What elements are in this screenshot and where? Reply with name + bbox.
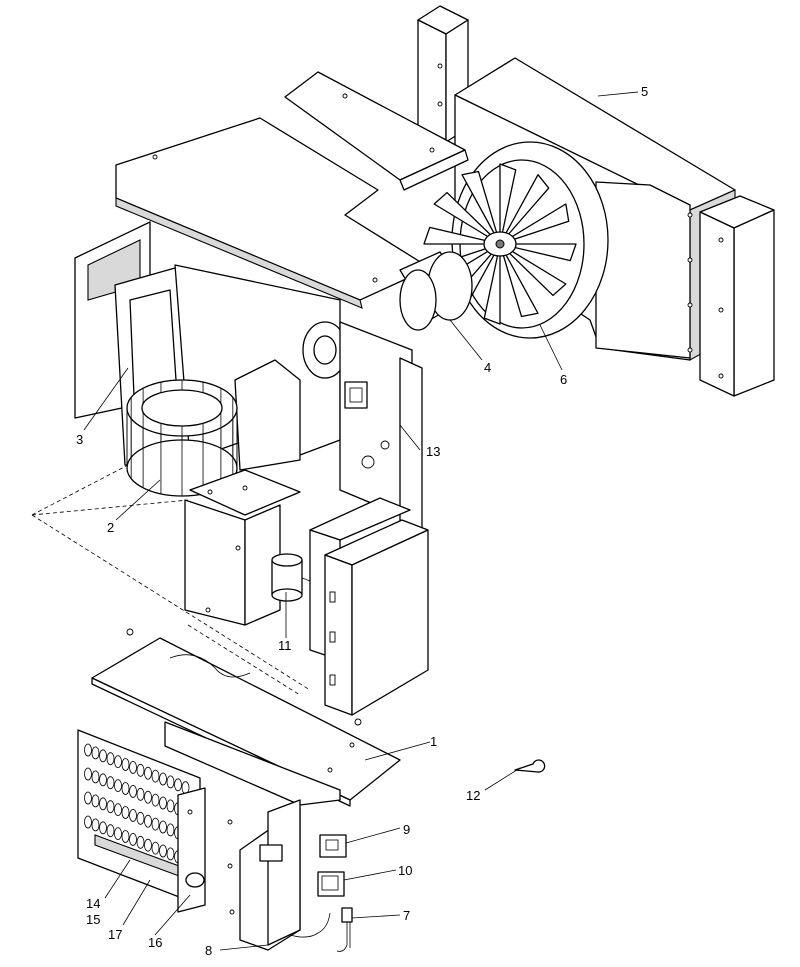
heater-coil-loop xyxy=(159,772,167,786)
heater-coil-loop xyxy=(159,820,167,834)
heater-coil-loop xyxy=(136,835,145,849)
callout-4: 4 xyxy=(484,360,491,375)
fan-blade-vane xyxy=(499,243,577,262)
heater-coil-loop xyxy=(121,830,130,843)
callout-9: 9 xyxy=(403,822,410,837)
heater-coil-loop xyxy=(129,761,137,774)
heater-coil-loop xyxy=(136,811,145,825)
heater-coil-loop xyxy=(129,809,137,822)
heater-coil-loop xyxy=(144,814,152,828)
callout-17: 17 xyxy=(108,927,122,942)
side-panel-right xyxy=(699,195,775,397)
fan-blade-vane xyxy=(499,203,570,245)
heater-coil-loop xyxy=(144,838,152,852)
base-pan xyxy=(91,628,401,807)
heater-coil-loop xyxy=(129,785,137,798)
drain-fitting xyxy=(514,759,546,773)
heater-coil-loop xyxy=(106,752,115,766)
heater-coil-loop xyxy=(121,758,130,771)
relay-10 xyxy=(317,871,345,897)
fan-blade-vane xyxy=(499,174,550,245)
heater-coil-loop xyxy=(159,796,167,810)
callout-10: 10 xyxy=(398,863,412,878)
callout-7: 7 xyxy=(403,908,410,923)
heater-coil-loop xyxy=(174,778,182,792)
heater-coil-loop xyxy=(84,743,92,757)
control-board xyxy=(227,799,331,951)
capacitor xyxy=(271,553,321,602)
callout-14: 14 xyxy=(86,896,100,911)
heater-coil-loop xyxy=(151,817,160,831)
heater-coil-loop xyxy=(166,847,175,861)
heater-coil-loop xyxy=(91,746,100,760)
heater-coil-loop xyxy=(106,776,115,790)
heater-coil-loop xyxy=(91,770,100,784)
top-cover xyxy=(115,71,469,309)
heater-coil-loop xyxy=(129,833,137,846)
heater-coil-loop xyxy=(166,775,175,789)
heater-coil-loop xyxy=(106,800,115,814)
heater-coil-loop xyxy=(114,779,122,792)
leader-lines xyxy=(83,91,639,951)
heater-coil-loop xyxy=(106,824,115,838)
heater-coil-loop xyxy=(91,818,100,832)
heater-coil-loop xyxy=(151,793,160,807)
fan-blade-vane xyxy=(433,191,501,245)
heater-coil-loop xyxy=(121,806,130,819)
fan-blade-vane xyxy=(499,243,567,297)
heater-coil-loop xyxy=(136,787,145,801)
callout-16: 16 xyxy=(148,935,162,950)
assembly-guide-lines xyxy=(31,464,311,696)
heater-assembly xyxy=(77,729,201,906)
harness-connector xyxy=(336,907,353,952)
limit-switch-bracket xyxy=(177,787,206,913)
heater-coil-loop xyxy=(144,766,152,780)
heater-coil-loop xyxy=(136,763,145,777)
heater-coil-loop xyxy=(114,803,122,816)
heater-coil-loop xyxy=(159,844,167,858)
fan-blade-vane xyxy=(483,243,501,325)
fan-blade-vane xyxy=(499,163,517,245)
relay-9 xyxy=(319,834,347,858)
fan-motor xyxy=(399,251,473,331)
heater-coil-loop xyxy=(91,794,100,808)
callout-6: 6 xyxy=(560,372,567,387)
callout-15: 15 xyxy=(86,912,100,927)
heater-coil-loop xyxy=(84,791,92,805)
callout-8: 8 xyxy=(205,943,212,958)
heater-coil-loop xyxy=(84,767,92,781)
heater-coil-loop xyxy=(151,841,160,855)
heater-coil-loop xyxy=(99,821,107,835)
heater-coil-loop xyxy=(99,773,107,787)
right-front-panel xyxy=(309,497,429,726)
callout-labels: 5 6 4 3 2 13 11 1 12 9 10 7 8 14 15 17 1… xyxy=(76,84,648,958)
heater-coil-loop xyxy=(151,769,160,783)
heater-coil-loop xyxy=(144,790,152,804)
heater-coil-loop xyxy=(114,755,122,768)
heater-coil-loop xyxy=(99,749,107,763)
heater-coil-loop xyxy=(166,799,175,813)
callout-3: 3 xyxy=(76,432,83,447)
fan-blade-vane xyxy=(461,170,501,245)
callout-1: 1 xyxy=(430,734,437,749)
callout-11: 11 xyxy=(278,638,292,653)
fan-blade-vane xyxy=(423,226,501,245)
heater-coil-loop xyxy=(121,782,130,795)
heater-coil-loop xyxy=(99,797,107,811)
callout-12: 12 xyxy=(466,788,480,803)
heater-coil-loop xyxy=(166,823,175,837)
blower-wheel xyxy=(126,379,238,497)
heater-coil-loop xyxy=(114,827,122,840)
control-bracket xyxy=(184,469,301,626)
callout-13: 13 xyxy=(426,444,440,459)
fan-blade-vane xyxy=(499,243,539,318)
callout-2: 2 xyxy=(107,520,114,535)
heater-coil-loop xyxy=(84,815,92,829)
callout-5: 5 xyxy=(641,84,648,99)
